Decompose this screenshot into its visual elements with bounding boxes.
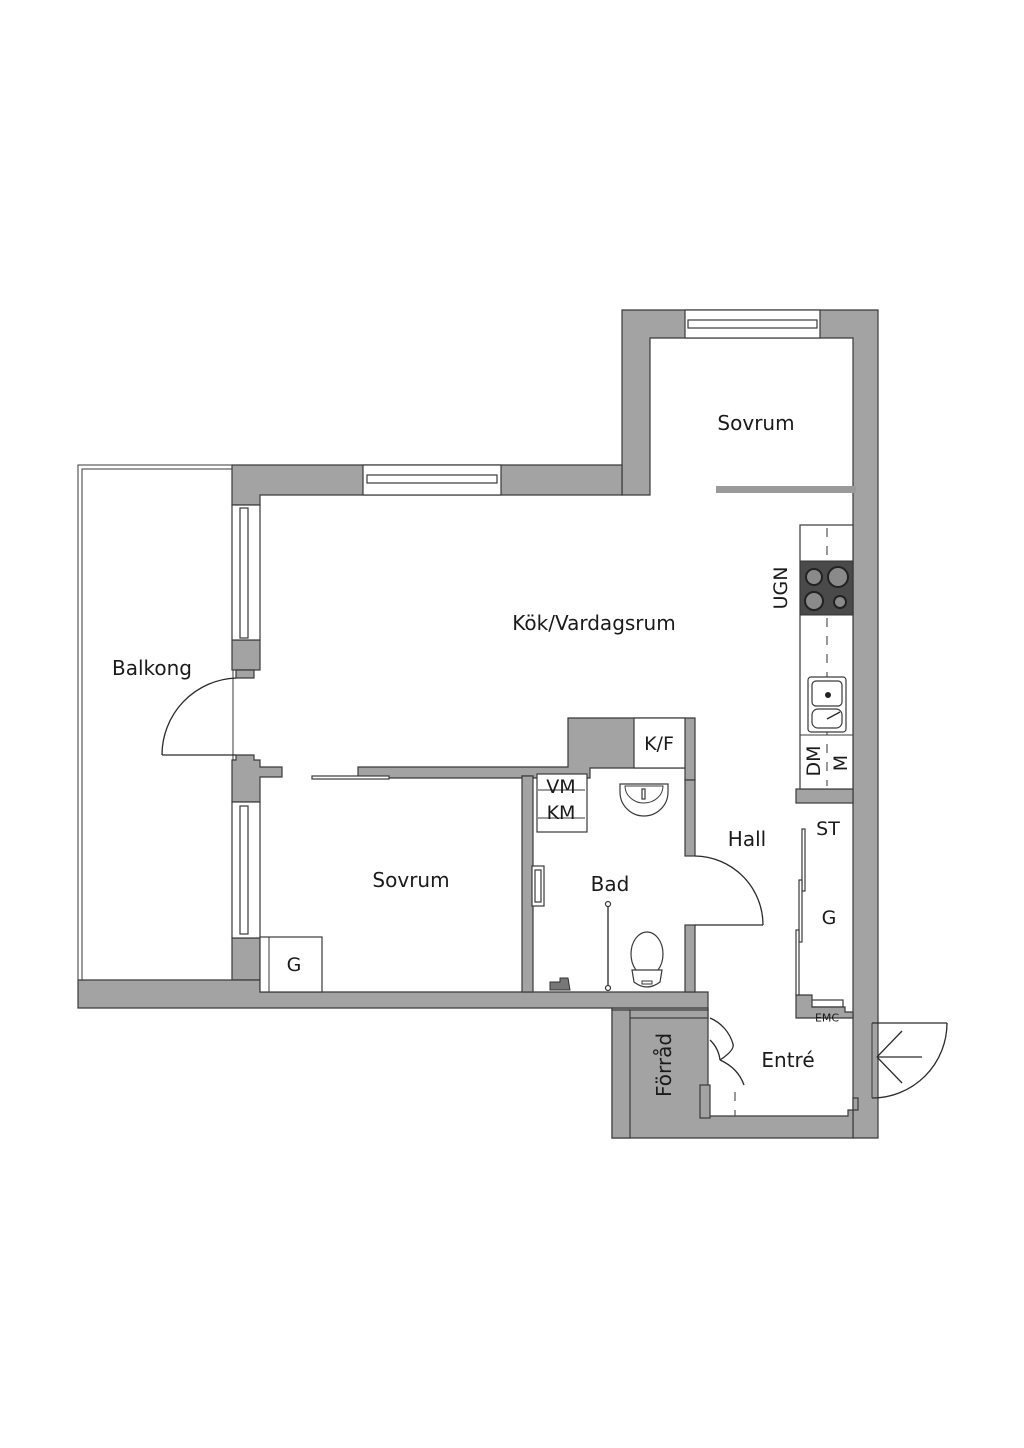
fixture-label-g-hall: G: [821, 907, 837, 929]
room-label-kok-vardagsrum: Kök/Vardagsrum: [512, 611, 676, 635]
doors: [161, 677, 948, 1116]
sliding-door[interactable]: [311, 775, 390, 780]
fixture-label-vm: VM: [546, 776, 576, 798]
fixture-label-kf: K/F: [644, 733, 674, 755]
room-label-bad: Bad: [590, 872, 630, 896]
room-label-hall: Hall: [727, 827, 767, 851]
room-label-balkong: Balkong: [111, 656, 193, 680]
balcony-outline: [77, 464, 234, 981]
wardrobes: [259, 828, 806, 996]
room-label-entre: Entré: [761, 1048, 815, 1072]
interior-walls: [357, 486, 856, 1019]
fixture-label-emc: EMC: [814, 1011, 840, 1025]
fixture-label-km: KM: [546, 802, 576, 824]
exterior-walls: [77, 309, 879, 1139]
fixture-label-m: M: [830, 754, 852, 772]
windows: [231, 309, 844, 1008]
fixture-label-st: ST: [816, 818, 840, 840]
room-label-forrad: Förråd: [652, 1032, 676, 1098]
kitchen-counter: [799, 524, 854, 790]
room-label-sovrum-bottom: Sovrum: [372, 868, 450, 892]
fixture-label-dm: DM: [803, 745, 825, 777]
fixture-label-ugn: UGN: [770, 566, 792, 610]
room-label-sovrum-top: Sovrum: [717, 411, 795, 435]
bathroom-fixtures: [531, 717, 686, 992]
fixture-label-g-bedroom: G: [286, 954, 302, 976]
